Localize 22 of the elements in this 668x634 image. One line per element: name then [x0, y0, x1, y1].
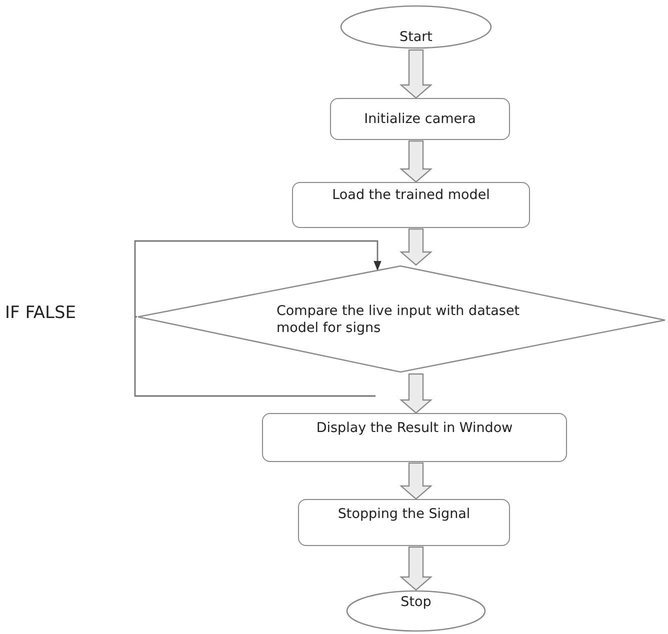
loop-arrow	[134, 240, 382, 397]
process-box	[298, 499, 510, 546]
process-box	[262, 413, 567, 462]
terminal-oval	[346, 590, 486, 632]
condition-label: IF FALSE	[5, 303, 76, 323]
block-arrow	[399, 462, 433, 500]
node-label: Stopping the Signal	[336, 506, 472, 524]
node-label: Display the Result in Window	[315, 420, 514, 438]
block-arrow	[399, 373, 433, 414]
decision-diamond	[137, 265, 666, 373]
node-label: Initialize camera	[363, 111, 477, 129]
block-arrow	[399, 228, 433, 266]
node-label: Load the trained model	[331, 187, 491, 205]
block-arrow	[399, 546, 433, 591]
block-arrow	[399, 140, 433, 183]
node-label: Start	[398, 29, 434, 47]
block-arrow	[399, 49, 433, 99]
process-box	[292, 182, 530, 228]
terminal-oval	[340, 5, 492, 49]
process-box	[330, 98, 510, 140]
node-label: Compare the live input with dataset model for signs	[276, 303, 521, 338]
node-label: Stop	[400, 594, 432, 612]
